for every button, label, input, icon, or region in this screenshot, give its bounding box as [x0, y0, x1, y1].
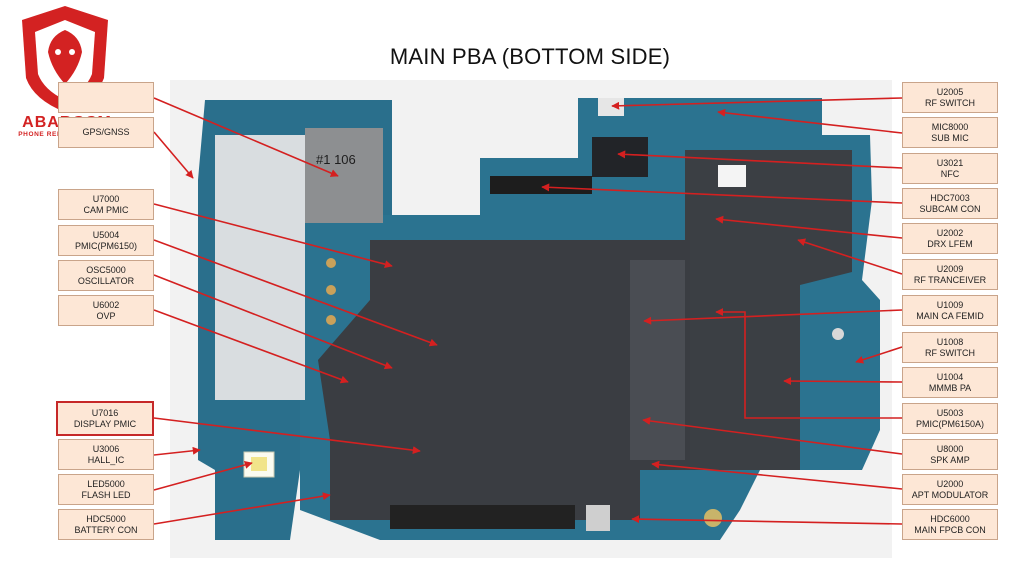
arrow-r12 — [631, 515, 903, 525]
arrow-r1 — [717, 108, 903, 134]
flash-led-core — [251, 457, 267, 471]
mount-hole — [704, 509, 722, 527]
chip-sticker — [305, 128, 383, 223]
arrow-r2 — [617, 150, 903, 169]
antenna-clip — [832, 328, 844, 340]
pointer-arrows — [153, 97, 903, 525]
arrow-r6 — [643, 309, 903, 325]
qr-code — [586, 505, 610, 531]
arrow-r8 — [783, 377, 903, 386]
rf-shield-top-right — [685, 150, 852, 470]
white-sticker — [718, 165, 746, 187]
arrow-r5 — [797, 238, 903, 275]
arrow-l6 — [153, 417, 421, 455]
nfc-chip — [592, 137, 648, 177]
arrow-l1 — [153, 131, 194, 179]
arrow-r9 — [715, 308, 902, 419]
diagram-title: MAIN PBA (BOTTOM SIDE) — [389, 44, 671, 69]
arrow-l9 — [153, 492, 331, 525]
pad-1 — [326, 258, 336, 268]
mic-module — [598, 98, 624, 116]
arrow-r4 — [715, 215, 903, 239]
label-top-left — [58, 82, 154, 113]
subcam-connector — [490, 176, 592, 194]
arrow-l2 — [153, 203, 393, 269]
chip-sticker-text: #1 106 — [316, 152, 356, 167]
arrow-r0 — [611, 97, 903, 110]
arrow-l4 — [153, 274, 393, 370]
pad-3 — [326, 315, 336, 325]
arrow-l0 — [153, 97, 339, 177]
pad-2 — [326, 285, 336, 295]
arrow-r3 — [541, 183, 903, 204]
arrow-l8 — [153, 461, 253, 491]
arrow-l5 — [153, 309, 349, 384]
arrow-r11 — [651, 460, 903, 490]
main-shield-highlight — [630, 260, 685, 460]
arrow-l3 — [153, 239, 438, 347]
arrow-r10 — [642, 416, 903, 455]
battery-connector — [390, 505, 575, 529]
arrow-r7 — [855, 346, 903, 364]
label-gps-gnss: GPS/GNSS — [58, 117, 154, 148]
arrow-l7 — [153, 446, 201, 456]
